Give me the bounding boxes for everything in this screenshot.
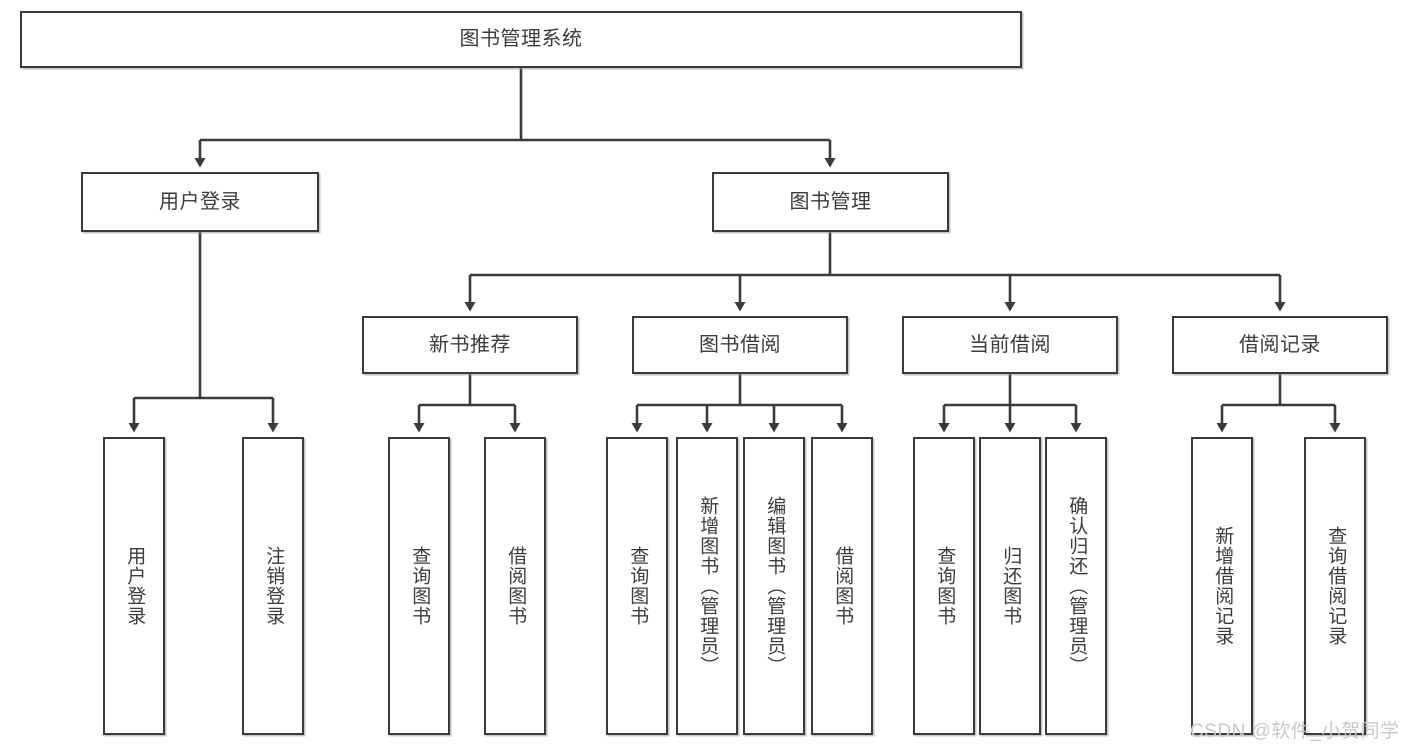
node-label: 编辑图书（管理员） (764, 496, 786, 676)
node-label: 借阅记录 (1239, 333, 1321, 356)
node-borrow-record[interactable]: 借阅记录 (1172, 316, 1388, 374)
node-label: 借阅图书 (832, 546, 854, 626)
watermark-text: CSDN @软件_小贺同学 (1190, 721, 1400, 742)
node-label: 归还图书 (1000, 546, 1022, 626)
node-label: 注销登录 (263, 546, 285, 626)
node-label: 查询图书 (409, 546, 431, 626)
node-label: 新增图书（管理员） (697, 496, 719, 676)
node-label: 用户登录 (124, 546, 146, 626)
leaf-borrow-add-book-admin[interactable]: 新增图书（管理员） (676, 437, 738, 735)
leaf-current-return-book[interactable]: 归还图书 (979, 437, 1041, 735)
node-label: 查询借阅记录 (1325, 526, 1347, 646)
leaf-current-confirm-return-admin[interactable]: 确认归还（管理员） (1045, 437, 1107, 735)
leaf-record-add-record[interactable]: 新增借阅记录 (1191, 437, 1253, 735)
node-label: 用户登录 (159, 190, 241, 213)
node-current-borrow[interactable]: 当前借阅 (902, 316, 1118, 374)
node-label: 当前借阅 (969, 333, 1051, 356)
leaf-borrow-edit-book-admin[interactable]: 编辑图书（管理员） (743, 437, 805, 735)
leaf-borrow-query-book[interactable]: 查询图书 (606, 437, 668, 735)
leaf-record-query-record[interactable]: 查询借阅记录 (1304, 437, 1366, 735)
node-label: 图书管理 (789, 190, 872, 213)
node-label: 借阅图书 (505, 546, 527, 626)
node-label: 图书管理系统 (459, 28, 583, 51)
node-label: 确认归还（管理员） (1066, 496, 1088, 676)
node-label: 查询图书 (627, 546, 649, 626)
leaf-recommend-borrow-book[interactable]: 借阅图书 (484, 437, 546, 735)
node-label: 图书借阅 (699, 333, 781, 356)
leaf-current-query-book[interactable]: 查询图书 (913, 437, 975, 735)
node-label: 查询图书 (934, 546, 956, 626)
node-new-book-recommend[interactable]: 新书推荐 (362, 316, 578, 374)
node-book-borrow[interactable]: 图书借阅 (632, 316, 848, 374)
leaf-recommend-query-book[interactable]: 查询图书 (388, 437, 450, 735)
node-user-login[interactable]: 用户登录 (81, 172, 319, 232)
leaf-user-login-signout[interactable]: 注销登录 (242, 437, 304, 735)
node-root-system[interactable]: 图书管理系统 (20, 11, 1022, 68)
node-label: 新增借阅记录 (1212, 526, 1234, 646)
node-label: 新书推荐 (429, 333, 511, 356)
leaf-user-login-signin[interactable]: 用户登录 (103, 437, 165, 735)
leaf-borrow-borrow-book[interactable]: 借阅图书 (811, 437, 873, 735)
node-book-management[interactable]: 图书管理 (712, 172, 949, 232)
